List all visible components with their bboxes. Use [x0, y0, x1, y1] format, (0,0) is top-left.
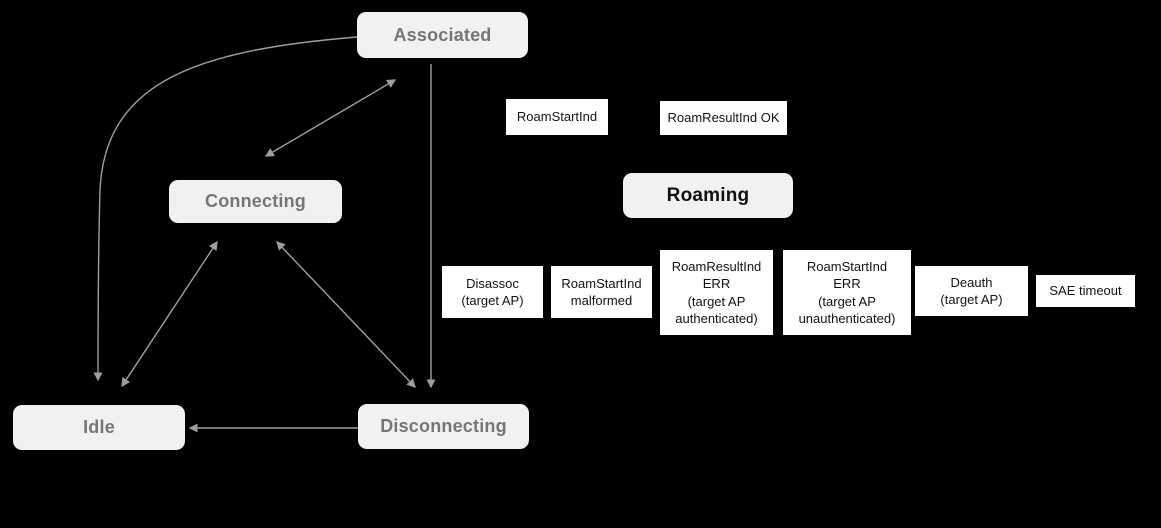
state-node-associated: Associated: [357, 12, 528, 58]
state-node-connecting: Connecting: [169, 180, 342, 223]
event-label-roam-start-ind-err: RoamStartInd ERR (target AP unauthentica…: [783, 250, 911, 335]
edge-connecting-disconnecting-two-way: [276, 241, 416, 388]
event-label-roam-result-ind-err: RoamResultInd ERR (target AP authenticat…: [660, 250, 773, 335]
edge-associated-to-idle: [93, 36, 358, 382]
state-node-disconnecting: Disconnecting: [358, 404, 529, 449]
edge-connecting-idle-two-way: [121, 240, 218, 388]
event-label-deauth-target-ap: Deauth (target AP): [915, 266, 1028, 316]
event-label-roam-start-ind-malformed: RoamStartInd malformed: [551, 266, 652, 318]
event-label-sae-timeout: SAE timeout: [1036, 275, 1135, 307]
edge-associated-connecting-two-way: [264, 79, 397, 157]
event-label-roam-result-ind-ok: RoamResultInd OK: [660, 101, 787, 135]
state-node-idle: Idle: [13, 405, 185, 450]
state-node-roaming: Roaming: [623, 173, 793, 218]
event-label-roam-start-ind: RoamStartInd: [506, 99, 608, 135]
event-label-disassoc-target-ap: Disassoc (target AP): [442, 266, 543, 318]
